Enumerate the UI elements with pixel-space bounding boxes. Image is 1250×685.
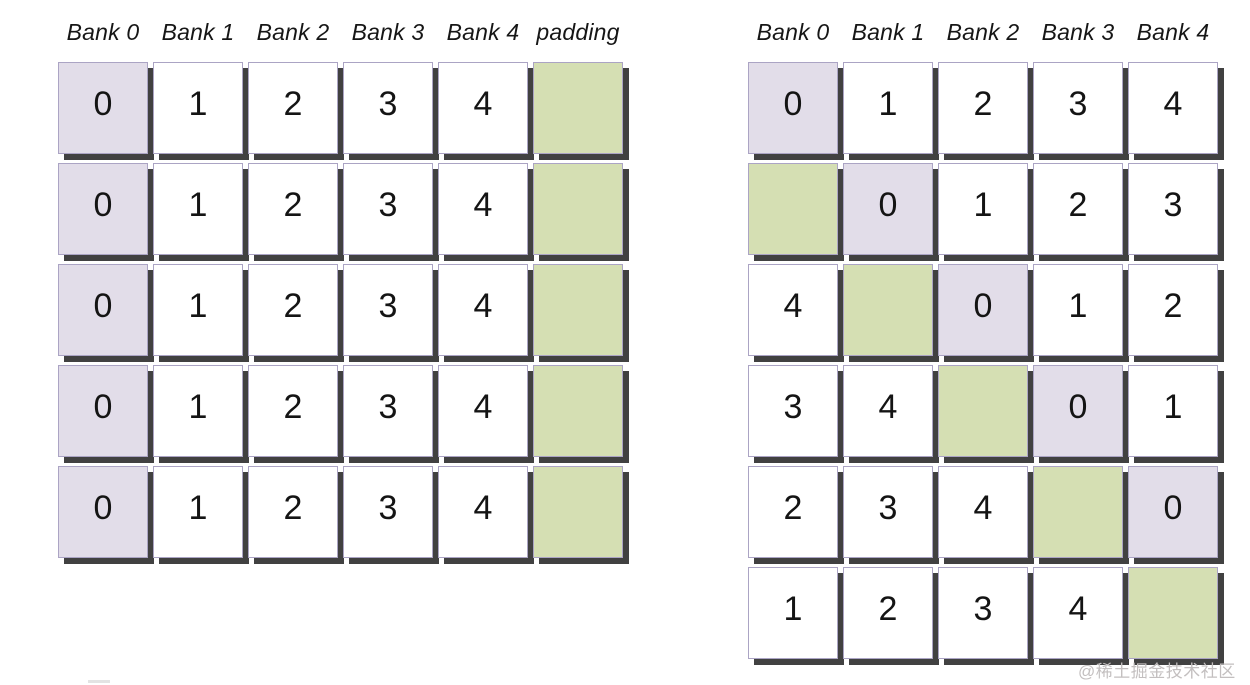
memory-cell: 1 [938, 163, 1028, 255]
memory-cell: 0 [843, 163, 933, 255]
watermark-text: @稀土掘金技术社区 [1078, 662, 1236, 681]
memory-cell: 1 [153, 466, 243, 558]
memory-cell: 4 [938, 466, 1028, 558]
bank-header-label: Bank 0 [66, 18, 140, 45]
memory-cell: 0 [58, 466, 148, 558]
memory-cell: 0 [58, 163, 148, 255]
bank-header-label: Bank 3 [351, 18, 425, 45]
memory-cell: 1 [843, 62, 933, 154]
memory-cell: 3 [1033, 62, 1123, 154]
memory-cell: 1 [153, 163, 243, 255]
memory-cell: 0 [938, 264, 1028, 356]
memory-cell: 2 [1033, 163, 1123, 255]
memory-cell: 0 [58, 365, 148, 457]
memory-cell: 1 [153, 264, 243, 356]
memory-cell: 2 [248, 365, 338, 457]
memory-cell: 0 [748, 62, 838, 154]
memory-cell: 3 [938, 567, 1028, 659]
memory-cell: 2 [248, 264, 338, 356]
bank-header-label: Bank 4 [446, 18, 520, 45]
padding-cell [843, 264, 933, 356]
memory-cell: 3 [343, 163, 433, 255]
padding-cell [938, 365, 1028, 457]
bank-headers: Bank 0 Bank 1 Bank 2 Bank 3 Bank 4 padding [58, 16, 623, 48]
memory-cell: 3 [343, 466, 433, 558]
memory-cell: 4 [438, 163, 528, 255]
memory-cell: 2 [748, 466, 838, 558]
memory-cell: 0 [58, 62, 148, 154]
bank-header-label: Bank 1 [851, 18, 925, 45]
memory-cell: 2 [1128, 264, 1218, 356]
memory-cell: 3 [343, 264, 433, 356]
memory-cell: 3 [343, 62, 433, 154]
padding-cell [533, 163, 623, 255]
padding-cell [533, 62, 623, 154]
bank-header-label: Bank 2 [946, 18, 1020, 45]
bank-header-label: Bank 1 [161, 18, 235, 45]
memory-cell: 4 [1033, 567, 1123, 659]
memory-cell: 2 [843, 567, 933, 659]
memory-cell: 4 [748, 264, 838, 356]
bank-header-label: padding [536, 18, 620, 45]
memory-cell: 1 [1128, 365, 1218, 457]
memory-cell: 2 [248, 62, 338, 154]
padding-cell [1128, 567, 1218, 659]
memory-cell: 4 [438, 264, 528, 356]
memory-cell: 4 [438, 466, 528, 558]
memory-cell: 1 [748, 567, 838, 659]
memory-cell: 1 [153, 365, 243, 457]
memory-cell: 2 [248, 466, 338, 558]
memory-cell: 3 [1128, 163, 1218, 255]
memory-cell: 1 [153, 62, 243, 154]
memory-cell: 4 [1128, 62, 1218, 154]
memory-cell: 3 [843, 466, 933, 558]
memory-cell: 0 [1128, 466, 1218, 558]
bank-header-label: Bank 3 [1041, 18, 1115, 45]
memory-cell: 4 [438, 62, 528, 154]
memory-cell: 0 [1033, 365, 1123, 457]
edge-artifact [88, 680, 110, 683]
memory-cell: 3 [748, 365, 838, 457]
bank-headers: Bank 0 Bank 1 Bank 2 Bank 3 Bank 4 [748, 16, 1218, 48]
padding-cell [533, 466, 623, 558]
memory-cell: 0 [58, 264, 148, 356]
memory-cell: 2 [938, 62, 1028, 154]
padding-cell [533, 264, 623, 356]
bank-header-label: Bank 0 [756, 18, 830, 45]
memory-cell: 4 [843, 365, 933, 457]
memory-cell: 3 [343, 365, 433, 457]
memory-cell: 4 [438, 365, 528, 457]
bank-header-label: Bank 2 [256, 18, 330, 45]
memory-cell: 1 [1033, 264, 1123, 356]
padding-cell [1033, 466, 1123, 558]
padding-cell [533, 365, 623, 457]
memory-cell: 2 [248, 163, 338, 255]
padding-cell [748, 163, 838, 255]
bank-header-label: Bank 4 [1136, 18, 1210, 45]
